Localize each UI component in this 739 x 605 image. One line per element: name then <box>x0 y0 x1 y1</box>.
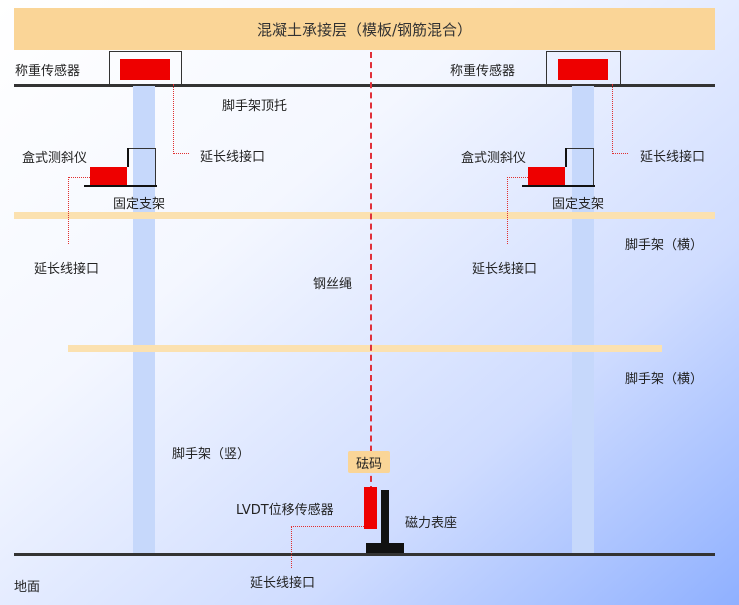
right-ext-mid-label: 延长线接口 <box>472 262 538 277</box>
left-inclinometer-label: 盒式测斜仪 <box>22 151 88 166</box>
left-load-sensor <box>120 59 170 80</box>
beam-2-label: 脚手架（横） <box>625 372 704 387</box>
right-ext-mid-line-v <box>507 177 508 244</box>
left-ext-mid-line-h <box>68 177 90 178</box>
right-load-sensor <box>558 59 608 80</box>
beam-upper <box>14 212 715 219</box>
left-post <box>133 86 155 553</box>
lvdt-label: LVDT位移传感器 <box>236 503 334 518</box>
beam-lower <box>68 345 662 352</box>
right-bracket-frame <box>565 148 594 186</box>
top-line <box>14 84 715 87</box>
right-bracket-base <box>522 185 595 187</box>
right-bracket-label: 固定支架 <box>552 197 605 212</box>
concrete-slab: 混凝土承接层（模板/钢筋混合） <box>14 8 715 50</box>
magnet-stand <box>381 490 389 543</box>
left-ext-top-line-v <box>173 84 174 154</box>
right-sensor-frame <box>546 51 621 86</box>
bottom-ext-label: 延长线接口 <box>250 576 316 591</box>
left-bracket-label: 固定支架 <box>113 197 166 212</box>
right-inclinometer <box>528 167 565 186</box>
right-ext-top-line-v <box>612 84 613 154</box>
right-ext-top-line-h <box>612 153 628 154</box>
left-ext-mid-label: 延长线接口 <box>34 262 100 277</box>
right-ext-mid-line-h <box>507 177 528 178</box>
top-jack-label: 脚手架顶托 <box>222 99 288 114</box>
ground-line <box>14 553 715 556</box>
right-ext-top-label: 延长线接口 <box>640 150 706 165</box>
weight-label: 砝码 <box>355 456 382 472</box>
weight-block: 砝码 <box>348 451 390 473</box>
left-bracket-frame <box>127 148 156 186</box>
left-ext-top-line-h <box>173 153 189 154</box>
right-inclinometer-label: 盒式测斜仪 <box>461 151 527 166</box>
left-ext-mid-line-v <box>68 177 69 244</box>
left-load-sensor-label: 称重传感器 <box>15 64 81 79</box>
post-label: 脚手架（竖） <box>172 447 251 462</box>
magnet-base-label: 磁力表座 <box>405 516 458 531</box>
right-load-sensor-label: 称重传感器 <box>450 64 516 79</box>
left-sensor-frame <box>109 51 182 86</box>
steel-rope-label: 钢丝绳 <box>313 277 353 292</box>
left-bracket-base <box>84 185 157 187</box>
right-post <box>572 86 594 553</box>
beam-1-label: 脚手架（横） <box>625 238 704 253</box>
left-ext-top-label: 延长线接口 <box>200 150 266 165</box>
lvdt-sensor <box>364 487 377 529</box>
right-bracket-step <box>565 148 567 167</box>
steel-rope <box>370 52 372 492</box>
ground-label: 地面 <box>14 580 41 595</box>
slab-label: 混凝土承接层（模板/钢筋混合） <box>256 20 473 39</box>
bottom-ext-line-v <box>291 526 292 568</box>
left-bracket-step <box>127 148 129 167</box>
bottom-ext-line-h <box>291 526 364 527</box>
left-inclinometer <box>90 167 127 186</box>
magnet-base <box>366 543 404 553</box>
